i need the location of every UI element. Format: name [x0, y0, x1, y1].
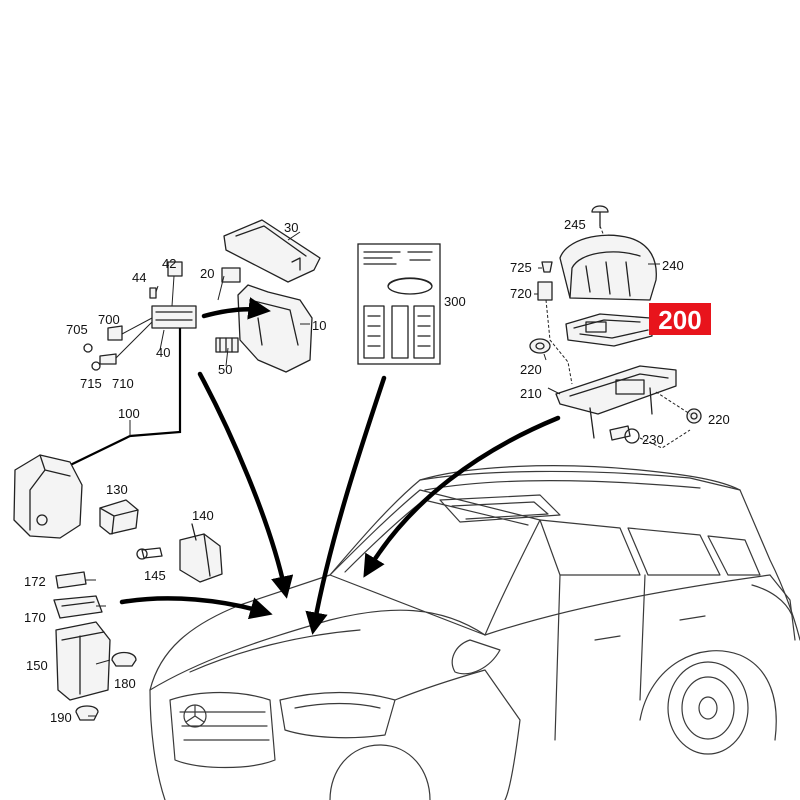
callout-725: 725	[510, 260, 532, 275]
callout-300: 300	[444, 294, 466, 309]
callout-140: 140	[192, 508, 214, 523]
callout-172: 172	[24, 574, 46, 589]
callout-230: 230	[642, 432, 664, 447]
callout-40: 40	[156, 345, 170, 360]
relay-module-100	[13, 454, 83, 539]
callout-100: 100	[118, 406, 140, 421]
callout-715: 715	[80, 376, 102, 391]
callout-240: 240	[662, 258, 684, 273]
callout-20: 20	[200, 266, 214, 281]
callout-170: 170	[24, 610, 46, 625]
highlight-label: 200	[658, 305, 701, 335]
label-card-300	[357, 243, 441, 365]
control-unit-assembly	[529, 205, 702, 449]
callout-720: 720	[510, 286, 532, 301]
callout-10: 10	[312, 318, 326, 333]
fuse-box-assembly	[59, 219, 321, 471]
callout-220-nut: 220	[708, 412, 730, 427]
callout-245: 245	[564, 217, 586, 232]
callout-700: 700	[98, 312, 120, 327]
pointer-arrows	[119, 297, 561, 635]
callout-710: 710	[112, 376, 134, 391]
callout-150: 150	[26, 658, 48, 673]
bracket-parts	[99, 499, 223, 583]
callout-220-washer: 220	[520, 362, 542, 377]
callout-50: 50	[218, 362, 232, 377]
highlight-box	[649, 303, 711, 335]
callout-44: 44	[132, 270, 146, 285]
vehicle-outline	[149, 465, 800, 800]
callout-180: 180	[114, 676, 136, 691]
callout-210: 210	[520, 386, 542, 401]
callout-130: 130	[106, 482, 128, 497]
highlight-callout-200: 200	[649, 303, 711, 335]
callout-30: 30	[284, 220, 298, 235]
callout-145: 145	[144, 568, 166, 583]
callout-42: 42	[162, 256, 176, 271]
callout-705: 705	[66, 322, 88, 337]
callout-190: 190	[50, 710, 72, 725]
lower-left-parts	[53, 571, 137, 721]
